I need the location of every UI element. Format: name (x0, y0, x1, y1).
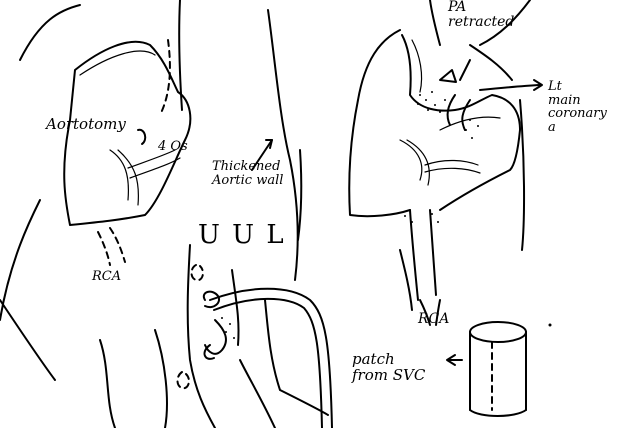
label-4-os: 4 Os (158, 140, 188, 154)
label-thickened-aortic-wall: Thickened Aortic wall (212, 160, 283, 187)
right-aortic-root-drawing (349, 0, 542, 325)
label-rca-left: RCA (92, 270, 121, 284)
label-lt-main-coronary: Lt main coronary a (548, 80, 618, 135)
label-pa-retracted: PA retracted (448, 0, 514, 29)
label-uul: U U L (198, 222, 286, 249)
label-aortotomy: Aortotomy (46, 117, 126, 133)
patch-cylinder-drawing (447, 322, 552, 416)
left-aortotomy-drawing (0, 0, 190, 380)
label-patch-from-svc: patch from SVC (352, 352, 425, 384)
lower-svc-drawing (100, 245, 332, 428)
label-rca-right: RCA (418, 312, 449, 327)
